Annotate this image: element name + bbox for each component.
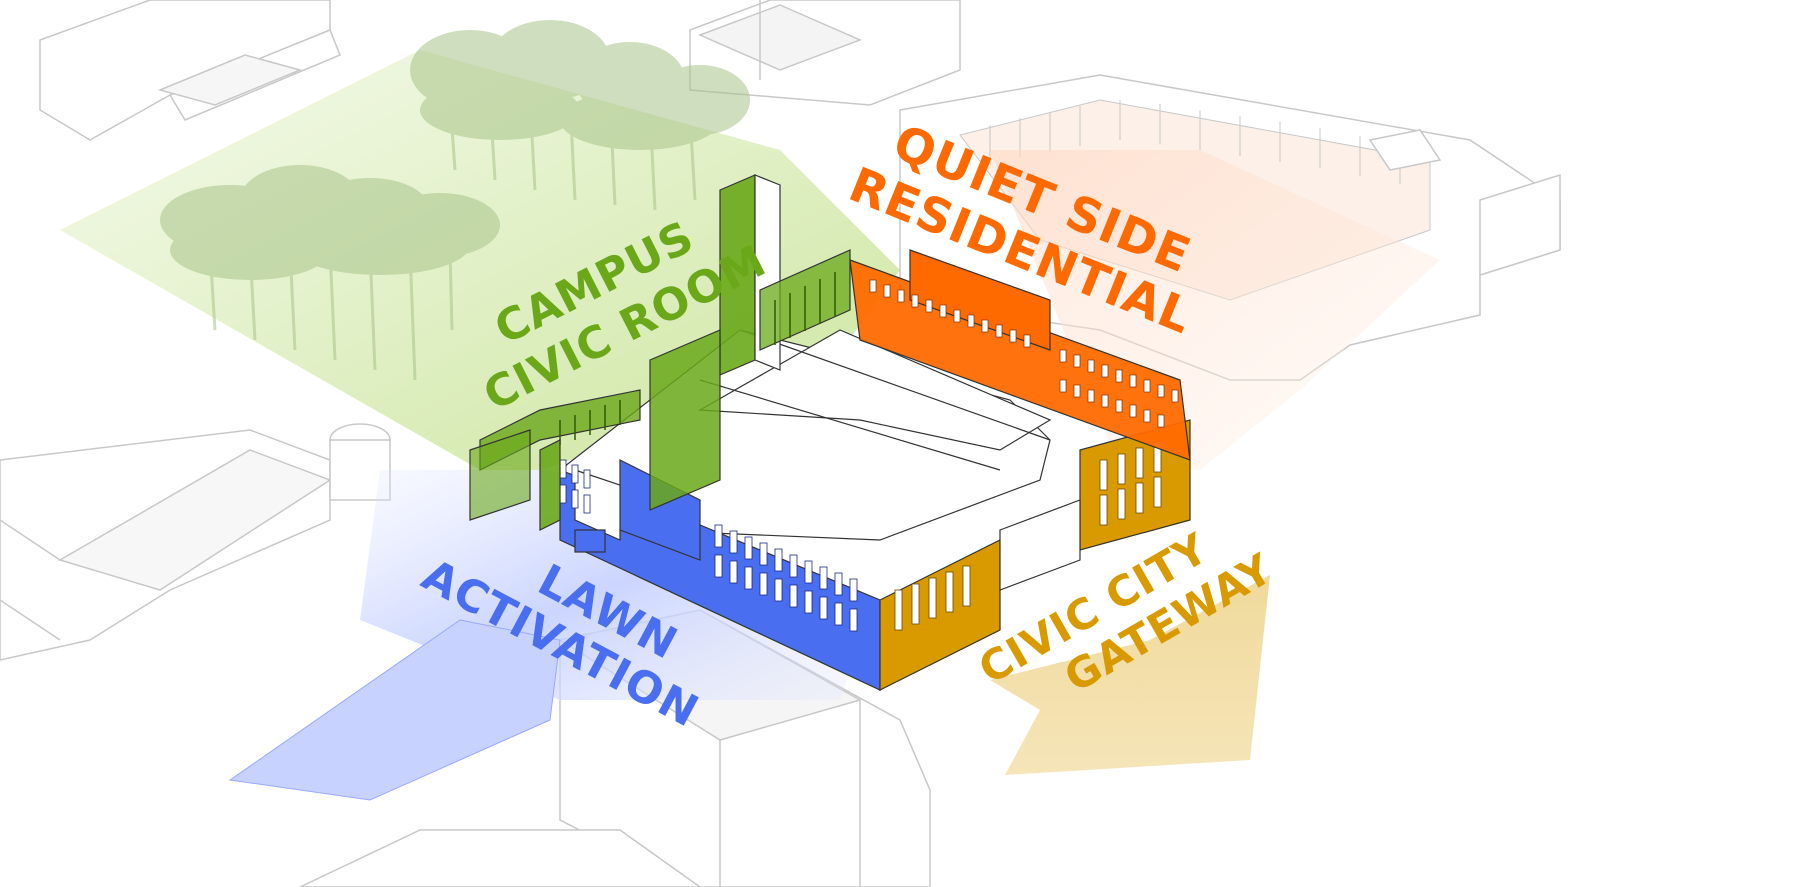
tree-canopy xyxy=(160,20,750,381)
lawn-activation-plaza xyxy=(228,619,561,801)
main-building xyxy=(469,174,1191,691)
civic-city-gateway-arrow xyxy=(990,575,1270,775)
